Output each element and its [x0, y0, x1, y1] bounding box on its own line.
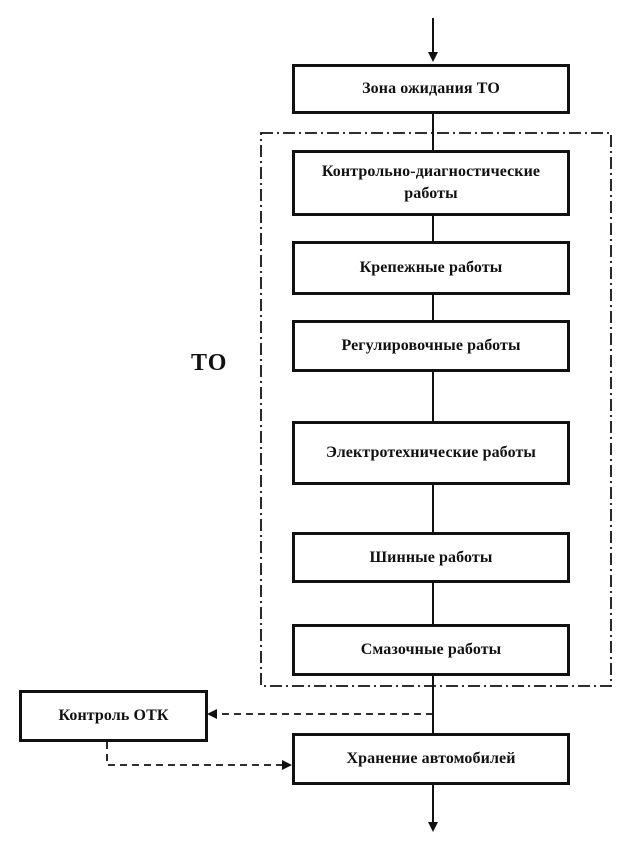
- fastening-box: Крепежные работы: [292, 241, 570, 295]
- control-diagnostic-box: Контрольно-диагностические работы: [292, 150, 570, 216]
- waiting-zone-box: Зона ожидания ТО: [292, 64, 570, 114]
- tire-label: Шинные работы: [369, 548, 493, 566]
- lubrication-box: Смазочные работы: [292, 624, 570, 676]
- adjustment-label: Регулировочные работы: [341, 337, 521, 354]
- tire-box: Шинные работы: [292, 532, 570, 583]
- qc-to-storage-dashed-arrow: [106, 742, 292, 770]
- storage-box: Хранение автомобилей: [292, 733, 570, 785]
- storage-label: Хранение автомобилей: [346, 750, 516, 767]
- adjustment-box: Регулировочные работы: [292, 320, 570, 372]
- fastening-label: Крепежные работы: [359, 259, 503, 276]
- waiting-zone-label: Зона ожидания ТО: [362, 80, 500, 97]
- to-group-label: ТО: [191, 350, 228, 376]
- electrotechnical-box: Электротехнические работы: [292, 421, 570, 485]
- electrotechnical-label: Электротехнические работы: [325, 444, 537, 461]
- qc-control-label: Контроль ОТК: [58, 707, 169, 724]
- qc-control-box: Контроль ОТК: [19, 690, 208, 742]
- control-diagnostic-label: Контрольно-диагностические работы: [321, 163, 541, 202]
- lubrication-label: Смазочные работы: [360, 641, 502, 658]
- to-group-frame: [260, 132, 612, 687]
